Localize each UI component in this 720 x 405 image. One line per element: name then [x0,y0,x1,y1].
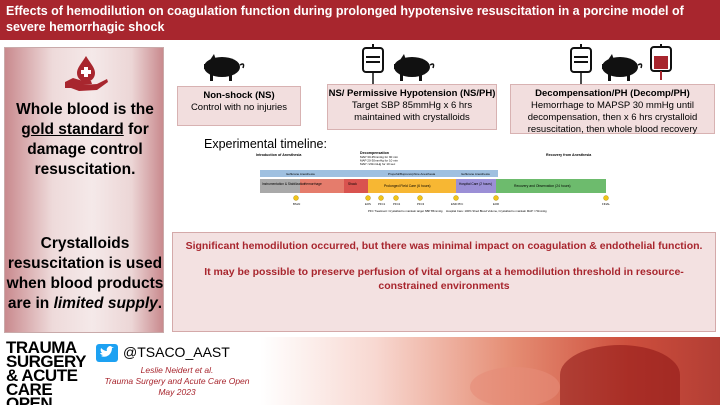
marker-label: PFC3 [417,202,425,206]
crystalloid-text: Crystalloids resuscitation is used when … [6,235,164,312]
bar-shock [344,179,368,193]
timeline-label: Experimental timeline: [204,137,327,151]
marker-pfc2 [393,195,399,201]
stage-label: Propofol/Buprenorphine Anesthesia [388,172,436,176]
marker-label: END PFC [451,202,463,206]
marker-pfc3 [417,195,423,201]
stage-label: Isoflurane Anesthesia [461,172,490,176]
citation: Leslie Neidert et al. Trauma Surgery and… [98,365,256,398]
limited-supply-text: limited supply [53,295,158,312]
whole-blood-statement: Whole blood is the gold standard for dam… [5,100,165,180]
footer: TRAUMA SURGERY & ACUTE CARE OPEN @TSACO_… [0,337,720,405]
bar-label: Prolonged Field Care (6 hours) [384,184,431,188]
phase-label: Introduction of Anesthesia [256,153,302,157]
hospital-note: Hospital Care: 100% Shed Blood Volume, C… [446,209,547,213]
marker-final [603,195,609,201]
group-title: Non-shock (NS) [203,90,275,101]
result-statement-2: It may be possible to preserve perfusion… [204,266,684,292]
statement-text-end: for damage control resuscitation. [27,121,149,178]
citation-date: May 2023 [158,387,196,397]
pfc-note: PFC Treatment: Crystalloid to maintain t… [368,209,443,213]
iv-bag-icon [570,44,592,86]
footer-decoration [560,345,680,405]
bar-label: Hospital Care (2 hours) [459,182,492,186]
phase-label: Decompensation [360,151,389,155]
stage-bar [458,170,498,177]
marker-pfc1 [378,195,384,201]
twitter-handle[interactable]: @TSACO_AAST [123,344,230,360]
marker-label: FINAL [602,202,610,206]
group-ns-ph: NS/ Permissive Hypotension (NS/PH) Targe… [327,84,497,130]
blood-drop-hand-icon [65,56,108,91]
marker-end-pfc [453,195,459,201]
group-decomp-ph: Decompensation/PH (Decomp/PH) Hemorrhage… [510,84,715,135]
pig-icon [394,54,435,81]
results-box: Significant hemodilution occurred, but t… [172,232,716,332]
crystalloid-statement: Crystalloids resuscitation is used when … [5,234,165,314]
bar-pfc [368,179,456,193]
marker-label: PFC1 [378,202,386,206]
group-description: Control with no injuries [190,102,288,113]
marker-label: EOS [365,202,371,206]
period-text: . [157,295,163,312]
page-title: Effects of hemodilution on coagulation f… [6,4,684,34]
journal-logo-line: & ACUTE [6,366,78,385]
marker-eor [493,195,499,201]
pig-icon [602,54,643,81]
group-description: Hemorrhage to MAPSP 30 mmHg until decomp… [527,100,698,135]
marker-bsln [293,195,299,201]
bar-hospital [456,179,496,193]
left-panel: Whole blood is the gold standard for dam… [4,47,164,333]
marker-label: PFC2 [393,202,401,206]
statement-text: Whole blood is the [16,101,154,118]
bar-label: Instrumentation & Stabilization [262,182,305,186]
bar-label: Hemorrhage [304,182,322,186]
journal-logo-line: SURGERY [6,352,86,371]
group-title: Decompensation/PH (Decomp/PH) [535,88,690,99]
timeline-note: MAP 20-30mmHg for 10 min [360,159,398,163]
bar-instrumentation [260,179,300,193]
journal-logo: TRAUMA SURGERY & ACUTE CARE OPEN [6,338,90,405]
marker-label: EOR [493,202,499,206]
citation-journal: Trauma Surgery and Acute Care Open [104,376,250,386]
experimental-timeline: Introduction of Anesthesia Decompensatio… [256,151,610,213]
journal-logo-line: TRAUMA [6,338,77,357]
marker-eos [365,195,371,201]
timeline-note: MAP <20mmHg for 10 sec [360,162,396,166]
bar-hemorrhage [300,179,344,193]
result-statement-1: Significant hemodilution occurred, but t… [185,240,703,252]
stage-bar [260,170,368,177]
bar-label: Recovery and Observation (24 hours) [514,184,571,188]
twitter-icon[interactable] [96,344,118,362]
marker-label: BSLN [293,202,300,206]
group-description: Target SBP 85mmHg x 6 hrs maintained wit… [351,100,473,123]
timeline-note: MAP 30-35mmHg for 90 min [360,155,398,159]
phase-label: Recovery from Anesthesia [546,153,592,157]
citation-authors: Leslie Neidert et al. [140,365,214,375]
pig-icon [204,54,245,81]
bar-label: Shock [348,182,357,186]
group-nonshock: Non-shock (NS) Control with no injuries [177,86,301,126]
journal-logo-line: CARE OPEN [6,380,53,405]
bar-recovery [496,179,606,193]
footer-decoration [470,367,560,405]
group-title: NS/ Permissive Hypotension (NS/PH) [328,88,496,99]
gold-standard-text: gold standard [21,121,124,138]
stage-bar [368,170,458,177]
stage-label: Isoflurane Anesthesia [286,172,315,176]
blood-bag-icon [650,44,672,80]
iv-bag-icon [362,44,384,86]
title-bar: Effects of hemodilution on coagulation f… [0,0,720,40]
